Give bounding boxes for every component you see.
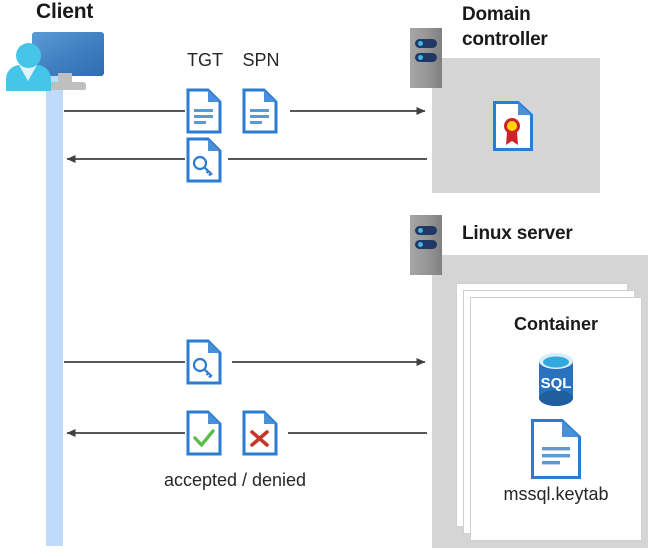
spn-document-icon <box>242 88 278 134</box>
server-led-bottom <box>418 55 423 60</box>
keytab-document-icon <box>530 418 582 480</box>
domain-controller-server-icon <box>410 28 442 88</box>
server-led-bottom <box>418 242 423 247</box>
linux-server-server-icon <box>410 215 442 275</box>
server-led-top <box>418 228 423 233</box>
presented-ticket-key-document-icon <box>186 339 222 385</box>
client-lifeline <box>46 60 63 546</box>
server-bar-bottom <box>415 240 437 249</box>
svg-text:SQL: SQL <box>541 375 572 392</box>
domain-controller-label-line2: controller <box>462 29 548 50</box>
domain-controller-label-line1: Domain <box>462 4 531 25</box>
accepted-document-check-icon <box>186 410 222 456</box>
container-label: Container <box>513 314 598 334</box>
accepted-denied-caption: accepted / denied <box>163 470 307 490</box>
monitor-base <box>44 82 86 90</box>
keytab-filename-label: mssql.keytab <box>503 484 609 504</box>
linux-server-label: Linux server <box>462 223 573 244</box>
server-led-top <box>418 41 423 46</box>
tgt-document-icon <box>186 88 222 134</box>
person-collar <box>19 65 37 81</box>
client-computer-user-icon <box>0 10 115 95</box>
certificate-document-icon <box>492 100 534 152</box>
container-card-front: Container SQL mssql.keytab <box>470 297 642 541</box>
person-head-icon <box>16 43 41 68</box>
spn-label: SPN <box>242 50 280 70</box>
tgt-label: TGT <box>187 50 223 70</box>
service-ticket-key-document-icon <box>186 137 222 183</box>
server-bar-top <box>415 226 437 235</box>
server-bar-bottom <box>415 53 437 62</box>
client-label: Client <box>36 0 94 23</box>
domain-controller-label: Domain controller <box>462 2 612 52</box>
sql-database-icon: SQL <box>521 350 591 412</box>
server-bar-top <box>415 39 437 48</box>
denied-document-cross-icon <box>242 410 278 456</box>
